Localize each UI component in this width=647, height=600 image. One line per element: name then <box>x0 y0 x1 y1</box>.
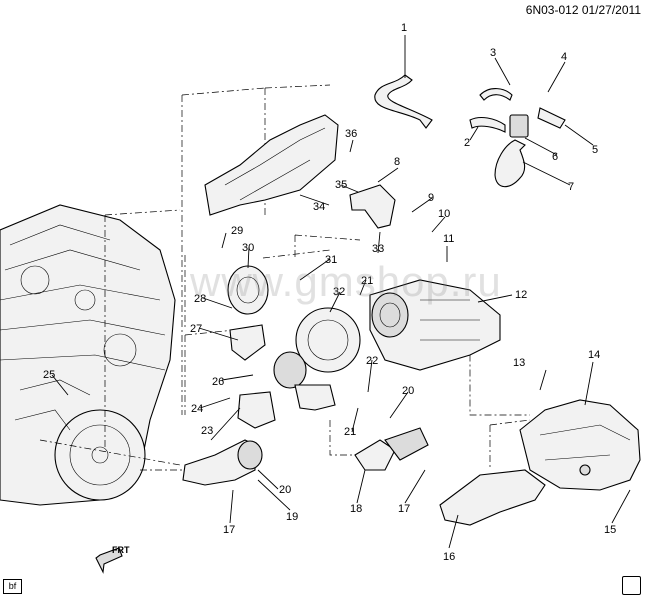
corner-tag: bf <box>3 579 22 594</box>
callout-18: 18 <box>350 503 362 515</box>
callout-20a: 20 <box>279 484 291 496</box>
callout-17a: 17 <box>223 524 235 536</box>
front-arrow: FRT <box>95 545 130 574</box>
gm-logo <box>622 576 641 595</box>
callout-26: 26 <box>212 376 224 388</box>
callout-13: 13 <box>513 357 525 369</box>
front-label: FRT <box>112 545 130 555</box>
callout-14: 14 <box>588 349 600 361</box>
callout-10: 10 <box>438 208 450 220</box>
callout-17b: 17 <box>398 503 410 515</box>
callout-35: 35 <box>335 179 347 191</box>
callout-12: 12 <box>515 289 527 301</box>
callout-21a: 21 <box>344 426 356 438</box>
callout-15: 15 <box>604 524 616 536</box>
callout-27: 27 <box>190 323 202 335</box>
callout-19: 19 <box>286 511 298 523</box>
callout-25: 25 <box>43 369 55 381</box>
callout-labels: 1 2 3 4 5 6 7 8 9 10 11 12 13 14 15 16 1… <box>43 22 616 563</box>
turbocharger <box>227 265 361 411</box>
callout-16: 16 <box>443 551 455 563</box>
callout-28: 28 <box>194 293 206 305</box>
callout-22: 22 <box>366 355 378 367</box>
callout-6: 6 <box>552 151 558 163</box>
callout-24: 24 <box>191 403 203 415</box>
callout-5: 5 <box>592 144 598 156</box>
callout-7: 7 <box>568 181 574 193</box>
callout-1: 1 <box>401 22 407 34</box>
callout-36: 36 <box>345 128 357 140</box>
callout-21b: 21 <box>361 275 373 287</box>
engine-block <box>0 204 176 506</box>
callout-3: 3 <box>490 47 496 59</box>
callout-8: 8 <box>394 156 400 168</box>
callout-31: 31 <box>325 254 337 266</box>
diagram-code: 6N03-012 01/27/2011 <box>525 3 641 17</box>
callout-2: 2 <box>464 137 470 149</box>
callout-23: 23 <box>201 425 213 437</box>
catalytic-converter <box>369 279 501 371</box>
callout-11: 11 <box>443 233 454 245</box>
callout-33: 33 <box>372 243 384 255</box>
callout-32: 32 <box>333 286 345 298</box>
callout-29: 29 <box>231 225 243 237</box>
callout-4: 4 <box>561 51 567 63</box>
callout-20b: 20 <box>402 385 414 397</box>
callout-9: 9 <box>428 192 434 204</box>
callout-30: 30 <box>242 242 254 254</box>
callout-34: 34 <box>313 201 325 213</box>
